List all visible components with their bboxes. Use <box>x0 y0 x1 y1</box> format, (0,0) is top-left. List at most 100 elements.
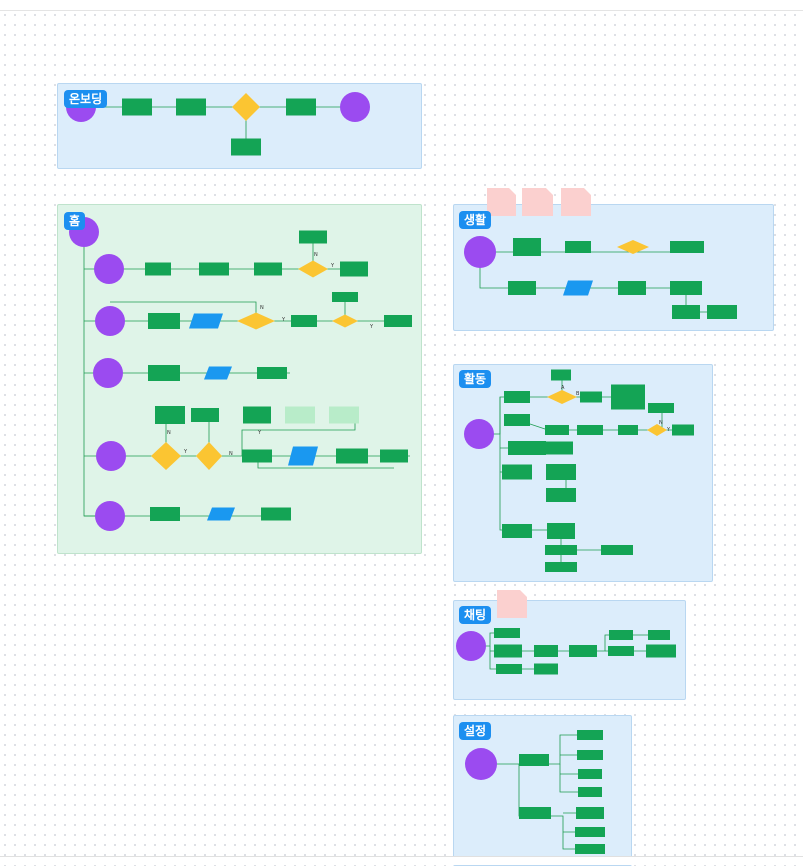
process-node[interactable] <box>609 630 633 640</box>
process-node[interactable] <box>291 315 317 327</box>
process-node[interactable] <box>580 391 602 403</box>
process-node[interactable] <box>257 367 287 379</box>
process-node[interactable] <box>648 630 670 640</box>
input-output-node[interactable] <box>189 313 223 329</box>
flowchart-shapes[interactable] <box>66 92 737 854</box>
subprocess-node[interactable] <box>329 406 359 424</box>
process-node[interactable] <box>332 292 358 302</box>
terminal-node[interactable] <box>465 748 497 780</box>
terminal-node[interactable] <box>456 631 486 661</box>
process-node[interactable] <box>508 441 546 455</box>
process-node[interactable] <box>611 384 645 410</box>
input-output-node[interactable] <box>563 280 593 296</box>
process-node[interactable] <box>150 507 180 521</box>
decision-node[interactable] <box>332 314 358 328</box>
decision-node[interactable] <box>617 240 649 254</box>
process-node[interactable] <box>243 406 271 424</box>
decision-node[interactable] <box>232 93 260 121</box>
process-node[interactable] <box>576 807 604 819</box>
sticky-note[interactable] <box>522 188 553 216</box>
process-node[interactable] <box>494 628 520 638</box>
input-output-node[interactable] <box>288 446 318 466</box>
process-node[interactable] <box>618 281 646 295</box>
process-node[interactable] <box>155 406 185 424</box>
terminal-node[interactable] <box>464 419 494 449</box>
process-node[interactable] <box>578 769 602 779</box>
decision-node[interactable] <box>298 260 328 278</box>
sticky-note[interactable] <box>561 188 591 216</box>
process-node[interactable] <box>601 545 633 555</box>
process-node[interactable] <box>577 730 603 740</box>
process-node[interactable] <box>336 448 368 464</box>
terminal-node[interactable] <box>95 306 125 336</box>
process-node[interactable] <box>254 262 282 276</box>
process-node[interactable] <box>261 507 291 521</box>
process-node[interactable] <box>145 262 171 276</box>
process-node[interactable] <box>502 464 532 480</box>
process-node[interactable] <box>199 262 229 276</box>
decision-node[interactable] <box>237 312 275 330</box>
process-node[interactable] <box>496 664 522 674</box>
process-node[interactable] <box>191 408 219 422</box>
decision-node[interactable] <box>196 442 222 470</box>
process-node[interactable] <box>502 524 532 538</box>
terminal-node[interactable] <box>93 358 123 388</box>
process-node[interactable] <box>545 562 577 572</box>
process-node[interactable] <box>578 787 602 797</box>
process-node[interactable] <box>670 241 704 253</box>
process-node[interactable] <box>707 305 737 319</box>
process-node[interactable] <box>508 281 536 295</box>
process-node[interactable] <box>618 425 638 435</box>
process-node[interactable] <box>551 369 571 381</box>
process-node[interactable] <box>646 644 676 658</box>
process-node[interactable] <box>575 844 605 854</box>
process-node[interactable] <box>519 807 551 819</box>
process-node[interactable] <box>148 313 180 329</box>
subprocess-node[interactable] <box>285 406 315 424</box>
process-node[interactable] <box>494 644 522 658</box>
process-node[interactable] <box>513 238 541 256</box>
process-node[interactable] <box>384 315 412 327</box>
process-node[interactable] <box>546 464 576 480</box>
process-node[interactable] <box>148 365 180 381</box>
input-output-node[interactable] <box>204 366 232 380</box>
process-node[interactable] <box>122 98 152 116</box>
process-node[interactable] <box>534 663 558 675</box>
process-node[interactable] <box>340 261 368 277</box>
process-node[interactable] <box>299 230 327 244</box>
terminal-node[interactable] <box>96 441 126 471</box>
sticky-note[interactable] <box>487 188 516 216</box>
process-node[interactable] <box>546 488 576 502</box>
process-node[interactable] <box>670 281 702 295</box>
decision-node[interactable] <box>547 390 577 404</box>
terminal-node[interactable] <box>94 254 124 284</box>
process-node[interactable] <box>648 403 674 413</box>
input-output-node[interactable] <box>207 507 235 521</box>
process-node[interactable] <box>575 827 605 837</box>
process-node[interactable] <box>545 425 569 435</box>
process-node[interactable] <box>242 449 272 463</box>
process-node[interactable] <box>231 138 261 156</box>
decision-node[interactable] <box>151 442 181 470</box>
process-node[interactable] <box>565 241 591 253</box>
decision-node[interactable] <box>647 424 667 436</box>
process-node[interactable] <box>380 449 408 463</box>
process-node[interactable] <box>286 98 316 116</box>
process-node[interactable] <box>577 750 603 760</box>
process-node[interactable] <box>504 391 530 403</box>
process-node[interactable] <box>504 414 530 426</box>
terminal-node[interactable] <box>464 236 496 268</box>
process-node[interactable] <box>608 646 634 656</box>
process-node[interactable] <box>577 425 603 435</box>
process-node[interactable] <box>545 441 573 455</box>
process-node[interactable] <box>534 645 558 657</box>
process-node[interactable] <box>519 754 549 766</box>
process-node[interactable] <box>176 98 206 116</box>
process-node[interactable] <box>569 645 597 657</box>
terminal-node[interactable] <box>95 501 125 531</box>
process-node[interactable] <box>547 523 575 539</box>
process-node[interactable] <box>672 424 694 436</box>
sticky-note[interactable] <box>497 590 527 618</box>
terminal-node[interactable] <box>340 92 370 122</box>
